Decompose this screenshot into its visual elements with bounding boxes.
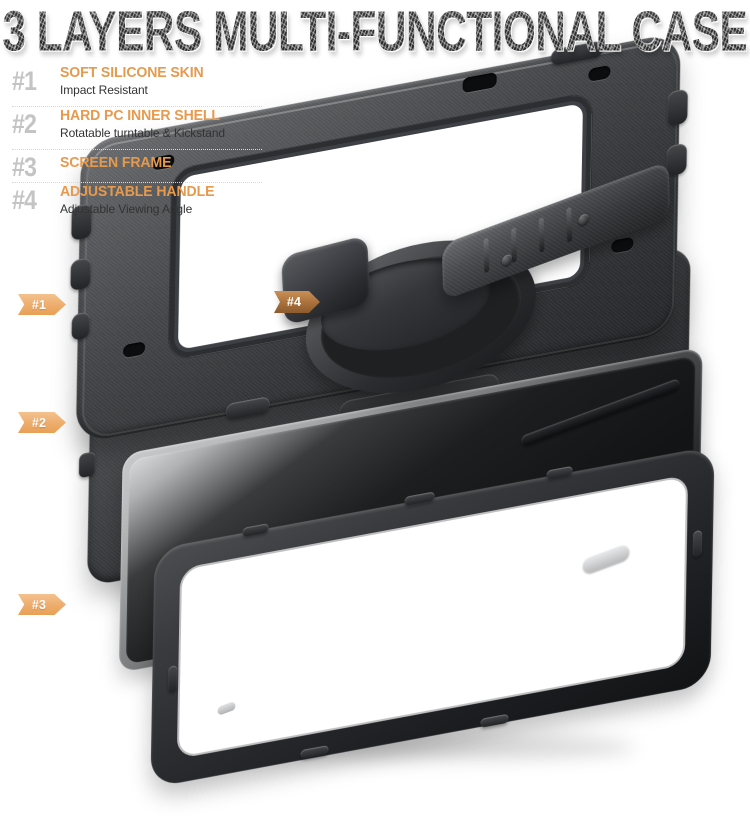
hand-strap-rib	[511, 227, 517, 264]
legend-item-3-title: SCREEN FRAME	[60, 155, 172, 171]
page-title: 3 LAYERS MULTI-FUNCTIONAL CASE	[2, 0, 748, 63]
legend-item-4-title: ADJUSTABLE HANDLE	[60, 184, 215, 200]
legend-item-3-text: SCREEN FRAME	[58, 151, 262, 173]
callout-tag-1: #1	[18, 294, 66, 315]
legend-item-2-title: HARD PC INNER SHELL	[60, 108, 220, 124]
legend-item-4-number: #4	[12, 185, 37, 215]
screen-frame-nub	[167, 665, 178, 693]
callout-tag-4: #4	[274, 291, 320, 313]
legend-item-2: #2 HARD PC INNER SHELL Rotatable turntab…	[12, 107, 262, 150]
hand-strap-rib	[566, 206, 573, 243]
legend-item-3-number: #3	[12, 152, 37, 182]
legend-item-2-number: #2	[12, 109, 37, 139]
product-exploded-view	[70, 31, 715, 789]
hand-strap-screw	[578, 212, 589, 227]
legend-item-4-text: ADJUSTABLE HANDLE Adjustable Viewing Ang…	[58, 184, 262, 217]
legend-item-1-title: SOFT SILICONE SKIN	[60, 65, 204, 81]
silicone-skin-bumper	[666, 142, 687, 177]
hand-strap-rib	[483, 237, 490, 274]
callout-tag-3: #3	[18, 594, 66, 615]
legend-item-4: #4 ADJUSTABLE HANDLE Adjustable Viewing …	[12, 183, 262, 222]
hand-strap-rib	[538, 216, 545, 253]
legend-item-2-subtitle: Rotatable turntable & Kickstand	[60, 126, 225, 140]
legend-item-1-text: SOFT SILICONE SKIN Impact Resistant	[58, 65, 262, 98]
silicone-skin-bumper	[667, 88, 688, 127]
hand-strap-screw	[501, 253, 512, 267]
legend-item-1-subtitle: Impact Resistant	[60, 83, 148, 97]
legend-item-1: #1 SOFT SILICONE SKIN Impact Resistant	[12, 64, 262, 107]
legend-list: #1 SOFT SILICONE SKIN Impact Resistant #…	[12, 64, 262, 222]
legend-item-2-text: HARD PC INNER SHELL Rotatable turntable …	[58, 108, 262, 141]
page-title-container: 3 LAYERS MULTI-FUNCTIONAL CASE	[0, 0, 750, 63]
legend-item-3-subtitle	[60, 172, 262, 173]
legend-item-3: #3 SCREEN FRAME	[12, 150, 262, 183]
infographic-canvas: 3 LAYERS MULTI-FUNCTIONAL CASE #1 SOFT S…	[0, 0, 750, 789]
callout-tag-2: #2	[18, 412, 66, 433]
screen-frame-nub	[692, 529, 703, 558]
legend-item-4-subtitle: Adjustable Viewing Angle	[60, 202, 193, 216]
legend-item-1-number: #1	[12, 66, 37, 96]
